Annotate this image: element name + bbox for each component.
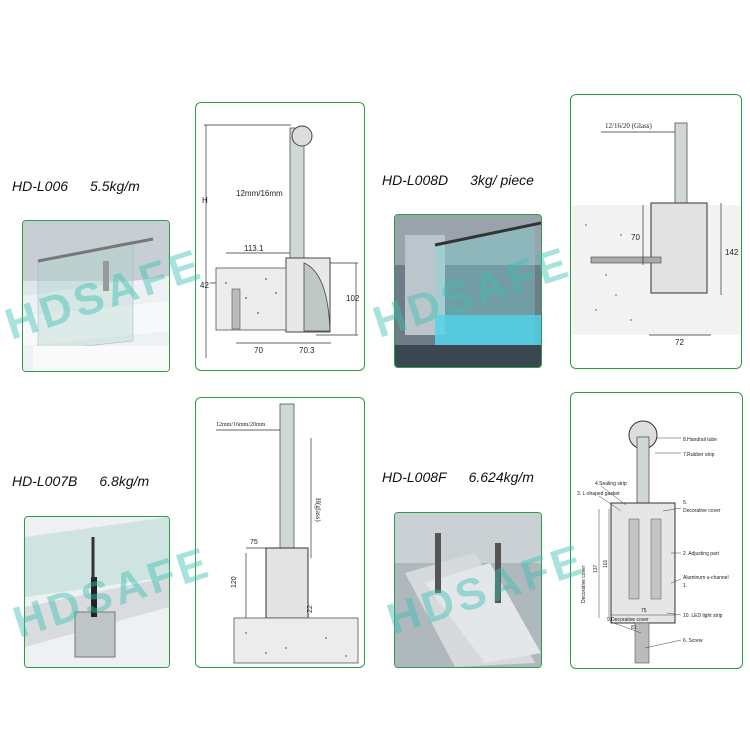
dim-120: 120 — [231, 576, 238, 588]
glass-thickness: 12/16/20 (Glass) — [605, 122, 653, 130]
part-10: 10. LED light strip — [683, 613, 723, 619]
dim-101: 101 — [603, 559, 609, 568]
part-7: 7.Rubber strip — [683, 452, 715, 458]
drawing-l008f: 8.Handrail tube 7.Rubber strip 4.Sealing… — [570, 392, 743, 669]
product-label-l008f: HD-L008F 6.624kg/m — [382, 469, 534, 485]
dim-113: 113.1 — [244, 244, 264, 253]
dim-102: 102 — [346, 294, 360, 303]
dim-70: 70 — [254, 346, 263, 355]
part-5-desc: Decorative cover — [683, 508, 721, 514]
part-6: 6. Screw — [683, 638, 703, 644]
dim-142: 142 — [725, 248, 739, 257]
part-1-desc: Aluminum u-channel — [683, 575, 729, 581]
product-weight: 6.624kg/m — [468, 469, 534, 485]
part-2: 2. Adjusting part — [683, 551, 719, 557]
product-weight: 3kg/ piece — [470, 172, 534, 188]
product-weight: 5.5kg/m — [90, 178, 140, 194]
photo-l008f — [394, 512, 542, 668]
photo-l007b — [24, 516, 170, 668]
part-3: 3. L-shaped gasket — [577, 491, 620, 497]
dim-137: 137 — [593, 564, 599, 573]
part-1: 1. — [683, 583, 687, 589]
dim-75: 75 — [641, 608, 647, 614]
product-code: HD-L006 — [12, 178, 69, 194]
product-label-l008d: HD-L008D 3kg/ piece — [382, 172, 534, 188]
dim-72: 72 — [675, 338, 684, 347]
side-label: Decorative cover — [581, 565, 587, 603]
dim-75: 75 — [250, 539, 258, 546]
product-code: HD-L008F — [382, 469, 447, 485]
drawing-l008d: 12/16/20 (Glass) 70 142 72 — [570, 94, 742, 369]
dim-hglass: H(glass) — [314, 498, 322, 522]
glass-thickness: 12mm/16mm — [236, 189, 283, 198]
glass-thickness: 12mm/16mm/20mm — [216, 422, 266, 428]
part-4: 4.Sealing strip — [595, 481, 627, 487]
dim-703: 70.3 — [299, 346, 315, 355]
product-label-l007b: HD-L007B 6.8kg/m — [12, 473, 149, 489]
product-weight: 6.8kg/m — [99, 473, 150, 489]
photo-l008d — [394, 214, 542, 368]
drawing-l006: H 12mm/16mm 113.1 42 102 70 70.3 — [195, 102, 365, 371]
product-code: HD-L007B — [12, 473, 78, 489]
drawing-l007b: 12mm/16mm/20mm H(glass) 75 120 22 — [195, 397, 365, 668]
photo-l006 — [22, 220, 170, 372]
part-8: 8.Handrail tube — [683, 437, 717, 443]
dim-22: 22 — [307, 605, 314, 613]
part-5: 5. — [683, 500, 687, 506]
dim-70: 70 — [631, 233, 640, 242]
product-code: HD-L008D — [382, 172, 449, 188]
dim-42: 42 — [200, 281, 209, 290]
product-label-l006: HD-L006 5.5kg/m — [12, 178, 140, 194]
dim-h: H — [202, 196, 208, 205]
part-9: 9.Decorative cover — [607, 617, 649, 623]
dim-81: 81 — [631, 625, 637, 631]
